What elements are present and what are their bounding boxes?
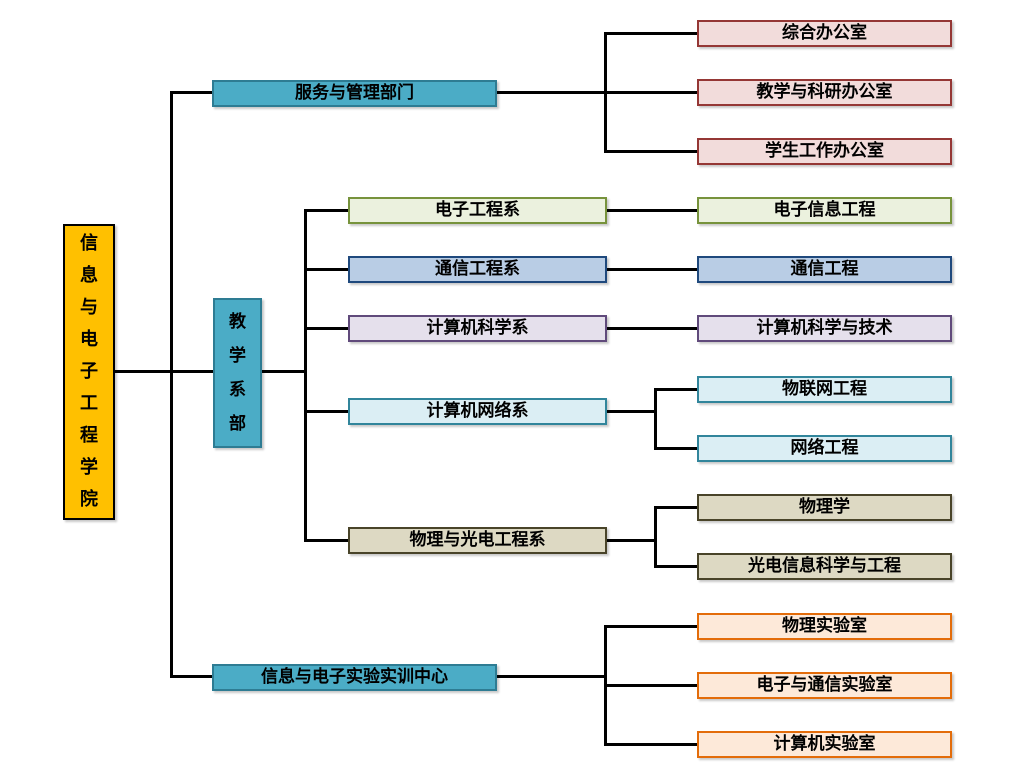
connector <box>304 410 348 413</box>
node-experiment-training-center: 信息与电子实验实训中心 <box>212 664 497 691</box>
connector <box>304 327 348 330</box>
node-lab-electronics-communication: 电子与通信实验室 <box>697 672 952 699</box>
connector <box>604 684 697 687</box>
node-lab-physics: 物理实验室 <box>697 613 952 640</box>
connector <box>497 91 697 94</box>
node-dept-electronic-engineering: 电子工程系 <box>348 197 607 224</box>
node-major-computer-science-technology: 计算机科学与技术 <box>697 315 952 342</box>
node-dept-physics-optoelectronic: 物理与光电工程系 <box>348 527 607 554</box>
node-teaching-departments: 教学系部 <box>213 298 262 448</box>
connector <box>654 388 697 391</box>
connector <box>604 150 697 153</box>
connector <box>607 268 697 271</box>
node-student-affairs-office: 学生工作办公室 <box>697 138 952 165</box>
node-dept-computer-science: 计算机科学系 <box>348 315 607 342</box>
connector <box>604 32 697 35</box>
node-lab-computer: 计算机实验室 <box>697 731 952 758</box>
connector <box>304 209 348 212</box>
connector <box>304 268 348 271</box>
connector <box>654 447 697 450</box>
connector <box>654 506 697 509</box>
node-major-physics: 物理学 <box>697 494 952 521</box>
node-dept-communication-engineering: 通信工程系 <box>348 256 607 283</box>
connector <box>604 625 697 628</box>
node-major-network-engineering: 网络工程 <box>697 435 952 462</box>
node-major-optoelectronic-information: 光电信息科学与工程 <box>697 553 952 580</box>
connector <box>497 675 607 678</box>
connector <box>170 675 212 678</box>
node-general-office: 综合办公室 <box>697 20 952 47</box>
node-service-management: 服务与管理部门 <box>212 80 497 107</box>
node-major-communication-engineering: 通信工程 <box>697 256 952 283</box>
connector <box>604 743 697 746</box>
connector <box>607 327 697 330</box>
connector <box>304 209 307 541</box>
connector <box>654 388 657 450</box>
connector <box>170 91 212 94</box>
connector <box>170 91 173 678</box>
connector <box>607 539 657 542</box>
node-major-electronic-information: 电子信息工程 <box>697 197 952 224</box>
connector <box>262 370 307 373</box>
node-major-iot-engineering: 物联网工程 <box>697 376 952 403</box>
connector <box>304 539 348 542</box>
connector <box>607 209 697 212</box>
node-college-root: 信息与电子工程学院 <box>63 224 115 520</box>
node-teaching-research-office: 教学与科研办公室 <box>697 79 952 106</box>
node-dept-computer-network: 计算机网络系 <box>348 398 607 425</box>
connector <box>115 370 213 373</box>
connector <box>654 565 697 568</box>
connector <box>654 506 657 568</box>
connector <box>607 410 657 413</box>
connector <box>604 32 607 153</box>
